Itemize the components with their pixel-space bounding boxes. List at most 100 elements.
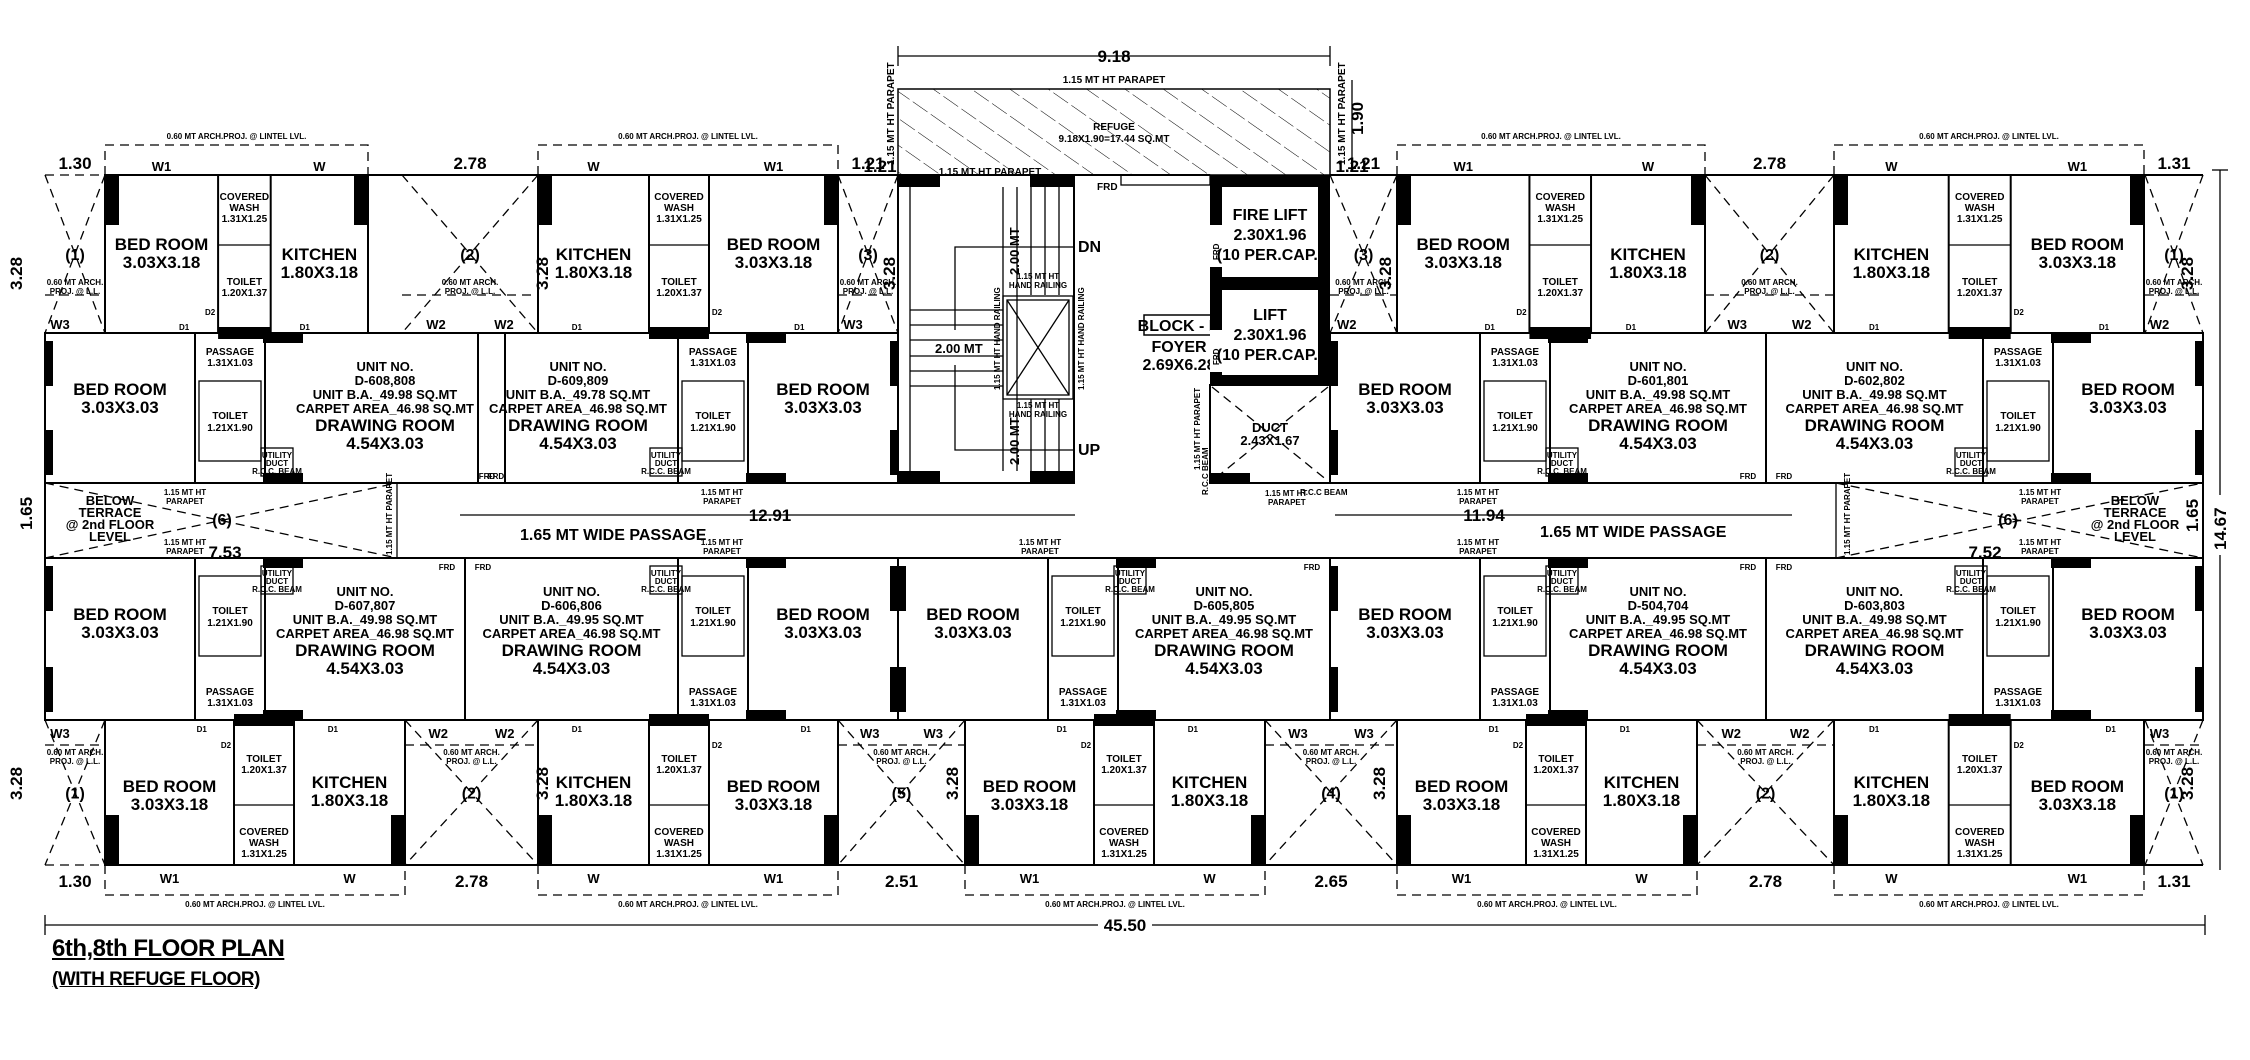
door-d1: D1 <box>179 323 190 332</box>
void-mark: (4) <box>1321 786 1341 803</box>
window-w: W <box>1203 871 1216 886</box>
utility-duct-label: DUCT <box>266 577 288 586</box>
room-name-kitchen: KITCHEN <box>1604 773 1680 792</box>
room-name-drawing: DRAWING ROOM <box>315 416 455 435</box>
unit-number: D-504,704 <box>1628 598 1689 613</box>
unit-carpet-area: CARPET AREA_46.98 SQ.MT <box>483 626 661 641</box>
utility-duct-label: DUCT <box>1960 577 1982 586</box>
lower-void-1: (2)2.780.60 MT ARCH.PROJ. @ L.L. <box>404 719 539 891</box>
lower-unit-0[interactable]: BED ROOM3.03X3.03TOILET1.21X1.90PASSAGE1… <box>44 557 466 721</box>
unit-number-label: UNIT NO. <box>1629 359 1686 374</box>
void-width-dim: 1.21 <box>1347 154 1380 173</box>
lower-void-depth-dim-1: 3.28 <box>533 767 552 800</box>
block-label: BLOCK - D <box>1138 318 1221 335</box>
arch-projection-label: 0.60 MT ARCH.PROJ. @ LINTEL LVL. <box>1045 900 1185 909</box>
room-name-toilet: TOILET <box>2000 606 2035 617</box>
upper-unit-1[interactable]: BED ROOM3.03X3.03TOILET1.21X1.90PASSAGE1… <box>477 332 899 484</box>
passage-depth-dim-left: 1.65 <box>17 497 36 530</box>
window-w: W <box>343 871 356 886</box>
room-size-passage: 1.31X1.03 <box>690 698 736 709</box>
refuge-depth-dim: 1.90 <box>1348 102 1367 135</box>
fire-lift-frd: FRD <box>1212 243 1221 260</box>
room-size-toilet: 1.20X1.37 <box>656 288 702 299</box>
duct-label: DUCT <box>1252 420 1288 435</box>
void-mark: (5) <box>892 786 912 803</box>
rcc-beam-label: R.C.C. BEAM <box>1537 467 1587 476</box>
room-name-covered: COVERED <box>1531 827 1580 838</box>
window-w: W <box>1635 871 1648 886</box>
door-d1: D1 <box>1485 323 1496 332</box>
refuge-right-parapet: 1.15 MT HT PARAPET <box>1337 62 1348 165</box>
window-label: W3 <box>50 726 70 741</box>
room-size-wash: 1.31X1.25 <box>1533 849 1579 860</box>
lower-void-depth-dim-3: 3.28 <box>1370 767 1389 800</box>
door-d2: D2 <box>1513 741 1524 750</box>
room-size-wash: 1.31X1.25 <box>656 849 702 860</box>
room-size-bedroom: 3.03X3.03 <box>1366 623 1444 642</box>
unit-carpet-area: CARPET AREA_46.98 SQ.MT <box>489 401 667 416</box>
upper-void-0: (1)1.300.60 MT ARCH.PROJ. @ L.L. <box>44 154 106 334</box>
unit-number: D-608,808 <box>355 373 416 388</box>
room-name-passage: PASSAGE <box>1994 687 2042 698</box>
room-name-drawing: DRAWING ROOM <box>1805 416 1945 435</box>
room-size-bedroom: 3.03X3.03 <box>784 623 862 642</box>
room-name-toilet: TOILET <box>1538 754 1573 765</box>
unit-number-label: UNIT NO. <box>336 584 393 599</box>
room-size-drawing: 4.54X3.03 <box>1619 434 1697 453</box>
room-size-kitchen: 1.80X3.18 <box>555 791 633 810</box>
room-name-wash: WASH <box>1545 203 1575 214</box>
room-name-passage: PASSAGE <box>1994 347 2042 358</box>
room-name-wash: WASH <box>1109 838 1139 849</box>
lower-wing-0: 0.60 MT ARCH.PROJ. @ LINTEL LVL.BED ROOM… <box>104 714 406 909</box>
upper-wing-0: 0.60 MT ARCH.PROJ. @ LINTEL LVL.BED ROOM… <box>104 132 369 339</box>
room-size-passage: 1.31X1.03 <box>207 358 253 369</box>
window-w: W <box>1642 159 1655 174</box>
lower-void-depth-dim-0: 3.28 <box>7 767 26 800</box>
room-size-toilet: 1.20X1.37 <box>656 765 702 776</box>
room-name-toilet: TOILET <box>1497 606 1532 617</box>
room-name-drawing: DRAWING ROOM <box>295 641 435 660</box>
unit-number: D-607,807 <box>335 598 396 613</box>
terrace-right-1: BELOW <box>2111 493 2160 508</box>
room-name-kitchen: KITCHEN <box>312 773 388 792</box>
room-size-toilet: 1.21X1.90 <box>1995 423 2041 434</box>
room-size-toilet: 1.20X1.37 <box>1533 765 1579 776</box>
handrail-top-1: 1.15 MT HT <box>1017 272 1059 281</box>
room-name-bedroom: BED ROOM <box>73 605 167 624</box>
lower-unit-3[interactable]: BED ROOM3.03X3.03TOILET1.21X1.90PASSAGE1… <box>1329 557 1767 721</box>
window-label: W3 <box>1288 726 1308 741</box>
window-w: W <box>587 159 600 174</box>
arch-projection-label: 0.60 MT ARCH.PROJ. @ LINTEL LVL. <box>618 900 758 909</box>
lower-void-depth-dim-4: 3.28 <box>2178 767 2197 800</box>
utility-duct-label: DUCT <box>1551 459 1573 468</box>
upper-unit-3[interactable]: BED ROOM3.03X3.03TOILET1.21X1.90PASSAGE1… <box>1765 332 2204 484</box>
void-depth-dim-4: 3.28 <box>2178 257 2197 290</box>
void-arch-proj-1: 0.60 MT ARCH. <box>2146 278 2203 287</box>
refuge-inner-parapet: 1.15 MT HT PARAPET <box>939 167 1042 178</box>
foyer-label: FOYER <box>1151 339 1207 356</box>
room-size-passage: 1.31X1.03 <box>1995 698 2041 709</box>
lower-unit-2[interactable]: BED ROOM3.03X3.03TOILET1.21X1.90PASSAGE1… <box>897 557 1331 721</box>
room-name-wash: WASH <box>664 838 694 849</box>
room-size-toilet: 1.21X1.90 <box>690 618 736 629</box>
door-d2: D2 <box>2014 308 2025 317</box>
terrace-right-mark: (6) <box>1998 512 2018 529</box>
void-arch-proj-2: PROJ. @ L.L. <box>2149 287 2199 296</box>
lower-unit-1[interactable]: BED ROOM3.03X3.03TOILET1.21X1.90PASSAGE1… <box>464 557 899 721</box>
fire-lift-capacity: (10 PER.CAP.) <box>1217 247 1323 264</box>
room-name-toilet: TOILET <box>695 411 730 422</box>
unit-number: D-606,806 <box>541 598 602 613</box>
unit-number: D-602,802 <box>1844 373 1905 388</box>
window-label: W3 <box>50 317 70 332</box>
terrace-left-4: LEVEL <box>89 529 131 544</box>
lower-void-3: (4)2.650.60 MT ARCH.PROJ. @ L.L. <box>1264 719 1398 891</box>
room-size-wash: 1.31X1.25 <box>1957 214 2003 225</box>
door-d1: D1 <box>300 323 311 332</box>
lower-unit-4[interactable]: BED ROOM3.03X3.03TOILET1.21X1.90PASSAGE1… <box>1765 557 2204 721</box>
room-name-passage: PASSAGE <box>689 687 737 698</box>
window-label: W3 <box>860 726 880 741</box>
room-size-drawing: 4.54X3.03 <box>1836 659 1914 678</box>
window-w: W <box>587 871 600 886</box>
